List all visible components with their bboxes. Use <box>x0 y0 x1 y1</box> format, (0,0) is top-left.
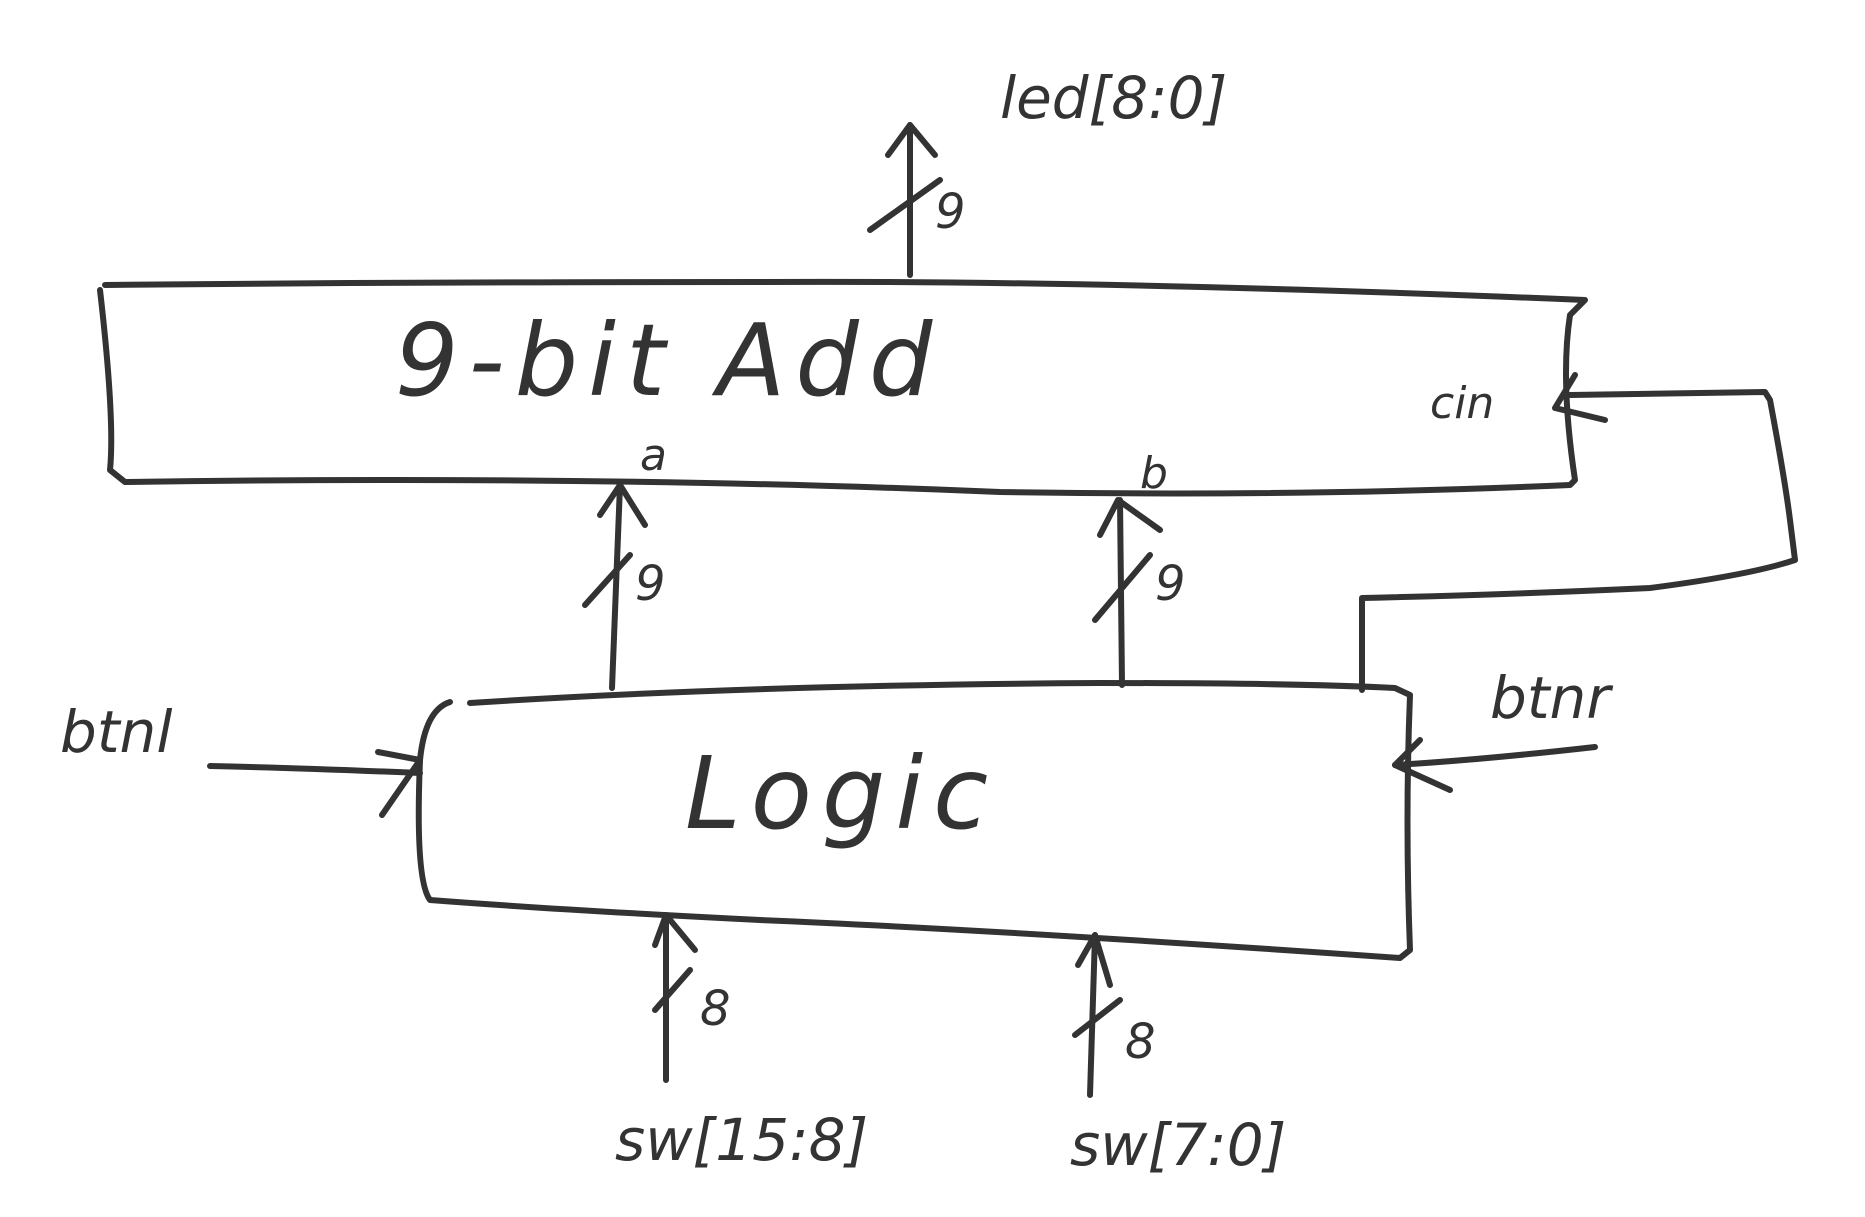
logic-title: Logic <box>685 735 998 852</box>
btnr-input: btnr <box>1392 664 1613 793</box>
a-arrowhead-icon <box>597 482 648 528</box>
sw-low-input: 8 sw[7:0] <box>1070 932 1286 1179</box>
adder-port-a: a <box>640 430 667 481</box>
a-bus-width: 9 <box>635 556 666 612</box>
led-bus-width: 9 <box>935 184 966 240</box>
a-bus-slash <box>582 552 633 608</box>
sw-high-arrowhead-icon <box>652 912 698 953</box>
sw-high-bus-width: 8 <box>700 981 731 1037</box>
adder-block: 9-bit Add a b cin <box>97 278 1588 499</box>
b-arrowhead-icon <box>1097 497 1163 538</box>
btnr-arrowhead-icon <box>1392 737 1453 793</box>
btnl-input: btnl <box>60 698 423 818</box>
b-bus-width: 9 <box>1155 556 1186 612</box>
b-bus-slash <box>1092 552 1153 623</box>
led-arrowhead-icon <box>885 122 938 158</box>
btnl-label: btnl <box>60 698 172 766</box>
a-wire <box>609 482 623 691</box>
led-label: led[8:0] <box>1000 64 1227 132</box>
cin-arrowhead-icon <box>1552 372 1608 423</box>
sw-low-bus-width: 8 <box>1125 1014 1156 1070</box>
adder-title: 9-bit Add <box>395 302 942 419</box>
sw-low-bus-slash <box>1072 997 1123 1038</box>
sw-high-bus-slash <box>652 967 693 1013</box>
cin-wire <box>1359 389 1798 693</box>
btnr-wire <box>1392 744 1598 768</box>
adder-box <box>97 278 1588 497</box>
btnl-wire <box>207 763 423 776</box>
a-connection: 9 <box>582 482 666 691</box>
sw-low-arrowhead-icon <box>1075 932 1113 988</box>
led-bus-slash <box>867 177 943 233</box>
sw-low-wire <box>1087 932 1098 1098</box>
sw-high-input: 8 sw[15:8] <box>615 912 868 1174</box>
led-output: 9 led[8:0] <box>867 64 1227 278</box>
adder-port-b: b <box>1140 448 1168 499</box>
adder-port-cin: cin <box>1430 378 1494 429</box>
b-connection: 9 <box>1092 497 1186 688</box>
logic-block: Logic <box>415 680 1413 961</box>
sw-low-label: sw[7:0] <box>1070 1111 1286 1179</box>
btnr-label: btnr <box>1490 664 1613 732</box>
logic-box <box>415 680 1413 961</box>
sw-high-label: sw[15:8] <box>615 1106 868 1174</box>
cin-connection <box>1359 372 1798 693</box>
btnl-arrowhead-icon <box>375 749 423 818</box>
